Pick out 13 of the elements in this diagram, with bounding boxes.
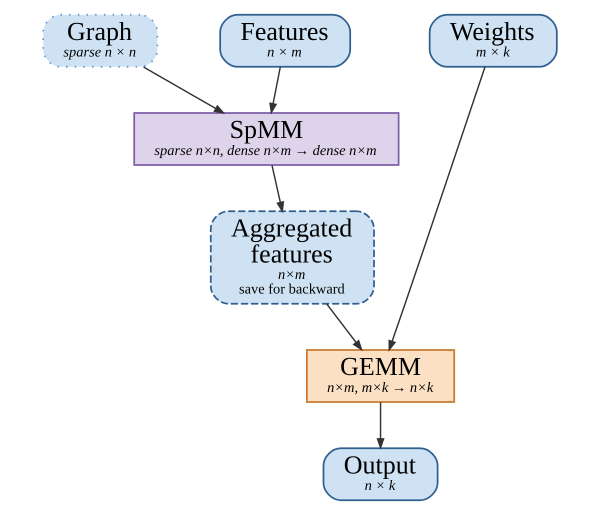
arrow [326,303,363,351]
node-box: Graph sparse n × n [42,13,158,68]
arrow [143,66,226,114]
arrow [388,66,486,352]
arrow [271,164,284,213]
arrow [269,66,281,114]
node-box: GEMM n×m, m×k → n×k [306,348,456,402]
node-box: SpMM sparse n×n, dense n×m → dense n×m [133,112,400,166]
node-box: Weights m × k [428,13,558,68]
node-box: Features n × m [219,13,352,68]
node-box: Aggregated features n×m save for backward [210,210,375,304]
node-box: Output n × k [322,446,438,501]
arrow [376,402,385,450]
